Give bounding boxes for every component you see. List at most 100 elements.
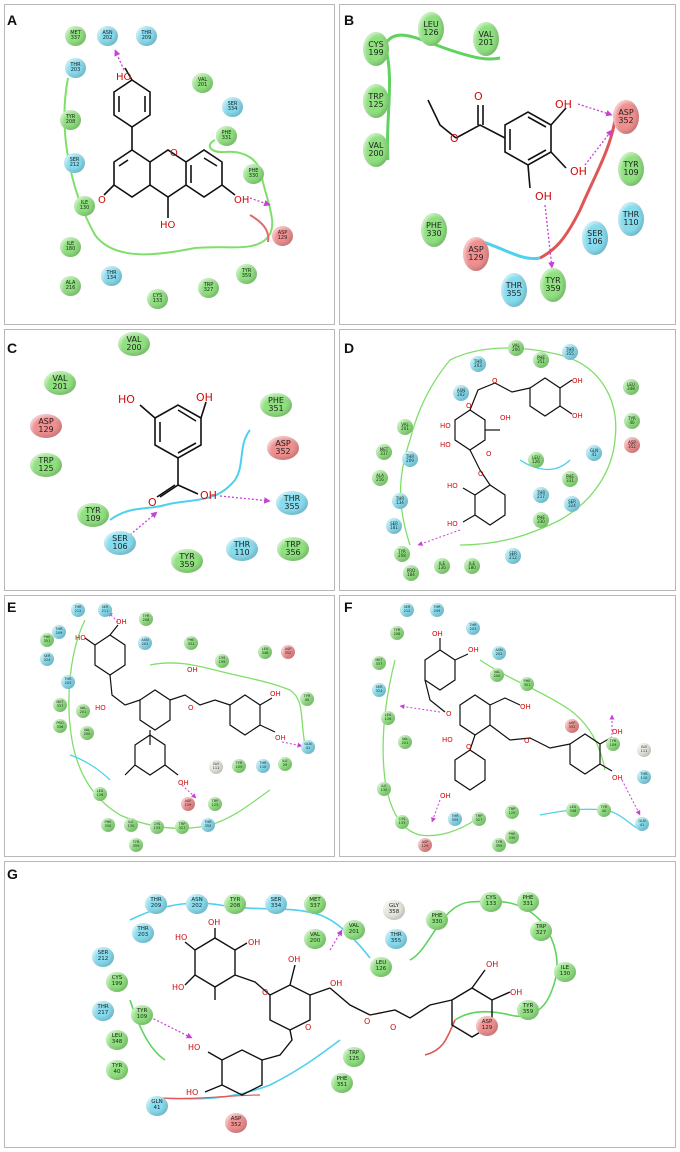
hbond-arrow-b-3 bbox=[544, 204, 555, 269]
atom-label-d-5: O bbox=[486, 450, 492, 458]
pocket-outline-c bbox=[109, 429, 251, 521]
hbond-arrow-a-2 bbox=[249, 197, 271, 207]
atom-label-g-13: HO bbox=[188, 1043, 200, 1052]
atom-label-f-5: HO bbox=[442, 736, 453, 744]
atom-label-e-6: OH bbox=[275, 734, 286, 742]
atom-label-e-1: HO bbox=[75, 634, 86, 642]
atom-label-f-3: O bbox=[446, 710, 452, 718]
atom-label-g-5: OH bbox=[288, 955, 300, 964]
hbond-arrow-e-3 bbox=[181, 784, 197, 799]
ligand-g bbox=[184, 928, 511, 1096]
atom-label-f-9: OH bbox=[612, 728, 623, 736]
atom-label-d-1: OH bbox=[572, 377, 583, 385]
hbond-arrow-b-1 bbox=[577, 103, 613, 117]
atom-label-f-10: OH bbox=[612, 774, 623, 782]
atom-label-d-9: O bbox=[478, 470, 484, 478]
atom-label-e-8: OH bbox=[178, 779, 189, 787]
hbond-arrow-f-2 bbox=[431, 799, 441, 823]
atom-label-b-oh-1: OH bbox=[555, 98, 572, 111]
atom-label-d-10: HO bbox=[447, 482, 458, 490]
panel-label-c: C bbox=[7, 340, 18, 356]
atom-label-f-4: OH bbox=[520, 703, 531, 711]
atom-label-g-9: OH bbox=[486, 960, 498, 969]
atom-label-g-14: HO bbox=[186, 1088, 198, 1097]
ligand-b bbox=[427, 99, 567, 189]
panel-label-a: A bbox=[7, 12, 18, 28]
atom-label-f-8: O bbox=[524, 737, 530, 745]
atom-label-g-3: HO bbox=[172, 983, 184, 992]
hbond-arrow-c-2 bbox=[129, 511, 158, 536]
atom-label-g-1: HO bbox=[175, 933, 187, 942]
atom-label-e-4: OH bbox=[187, 666, 198, 674]
ligand-f bbox=[424, 638, 613, 791]
atom-label-b-o-ester: O bbox=[450, 132, 459, 145]
hbond-arrow-f-4 bbox=[621, 779, 641, 816]
